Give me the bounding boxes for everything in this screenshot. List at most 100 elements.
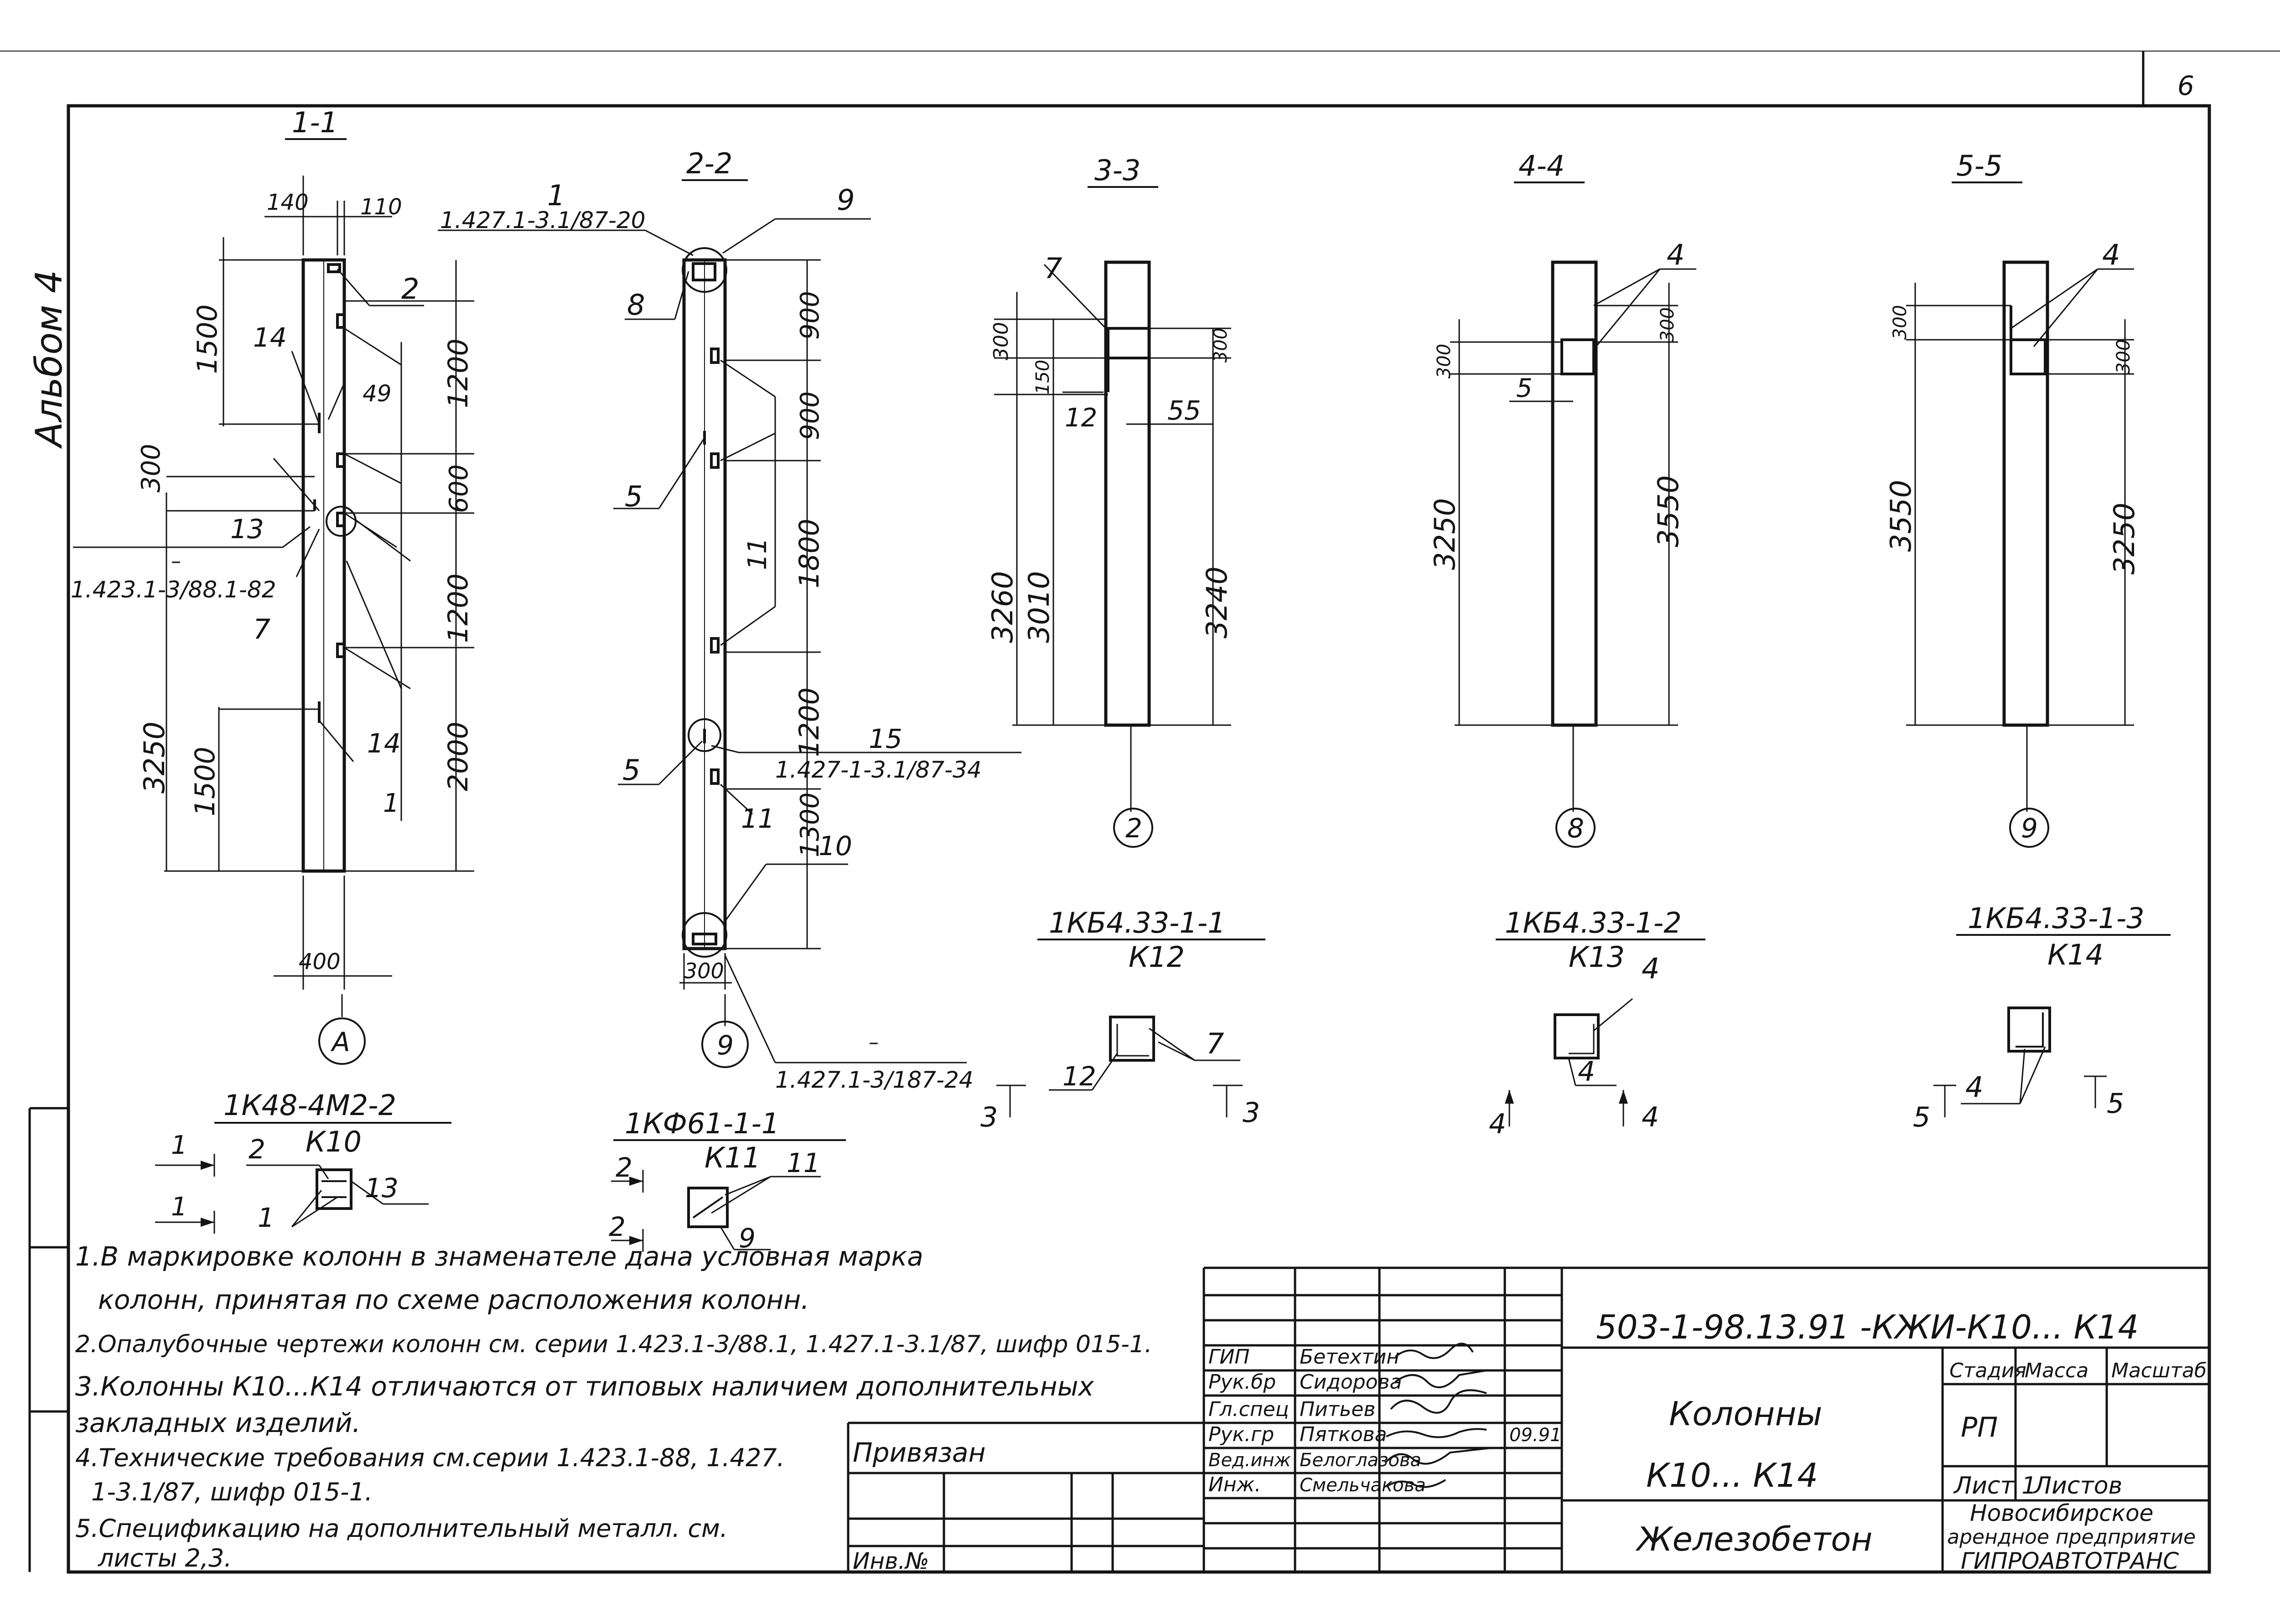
- reference-mid: 1.427-1-3.1/87-34: [775, 757, 982, 783]
- section-arrow: [629, 1177, 643, 1186]
- dim-300-right: 300: [1657, 307, 1678, 342]
- dim-1500-top: 1500: [192, 304, 223, 374]
- detail-callout-bottom: [682, 912, 727, 958]
- dim-3260: 3260: [986, 571, 1019, 643]
- header-mass: Масса: [2025, 1359, 2088, 1382]
- cross-section-k10: 1К48-4М2-2 К10 1 1 2 13 1: [155, 1089, 451, 1234]
- section-outline: [316, 1168, 352, 1210]
- axis-label-9: 9: [717, 1030, 734, 1061]
- section-5-5: 5-5 4 300 300 3550 3250 9: [1884, 149, 2141, 848]
- privyazan-label: Привязан: [853, 1437, 986, 1468]
- callout-1: 1: [383, 789, 399, 818]
- dim-1800: 1800: [793, 519, 825, 588]
- section-title-4-4: 4-4: [1518, 149, 1565, 182]
- callout-4: 4: [2102, 238, 2120, 271]
- staff-name-5: Белоглазова: [1300, 1450, 1421, 1471]
- dim-110: 110: [360, 194, 402, 220]
- callout-12: 12: [1062, 1061, 1096, 1092]
- section-outline: [687, 1187, 729, 1228]
- mark-k12-denominator: К12: [1129, 940, 1185, 974]
- mark-k14-denominator: К14: [2047, 938, 2104, 971]
- section-outline: [1109, 1016, 1155, 1062]
- callout-2: 2: [401, 272, 419, 306]
- dimension-lines: [73, 176, 474, 1017]
- axis-marker-9: [701, 1021, 749, 1068]
- dim-150: 150: [1032, 360, 1053, 394]
- cut-mark-2-bottom: 2: [609, 1211, 626, 1242]
- detail-callout-top: [682, 247, 727, 293]
- leader-lines: [996, 1024, 1243, 1117]
- section-3-3: 3-3 7 300 150 300 12 55 3260 3010: [986, 154, 1233, 848]
- dim-55: 55: [1167, 395, 1201, 426]
- axis-marker-a: [318, 1017, 366, 1065]
- note-5-line-2: листы 2,3.: [98, 1544, 232, 1572]
- callout-7: 7: [1044, 252, 1062, 285]
- axis-label-9: 9: [2021, 813, 2038, 844]
- staff-name-4: Пяткова: [1300, 1423, 1387, 1446]
- note-3-line-2: закладных изделий.: [75, 1407, 361, 1438]
- section-title-2-2: 2-2: [686, 147, 732, 180]
- callout-dash: –: [869, 1031, 879, 1054]
- header-stage: Стадия: [1949, 1359, 2026, 1382]
- staff-role-6: Инж.: [1208, 1473, 1261, 1496]
- document-code: 503-1-98.13.91 -КЖИ-К10... К14: [1596, 1308, 2139, 1346]
- organization-line-3: ГИПРОАВТОТРАНС: [1961, 1548, 2179, 1574]
- axis-label-a: А: [330, 1027, 350, 1058]
- callout-13: 13: [230, 514, 264, 545]
- section-title-1-1: 1-1: [292, 106, 338, 139]
- axis-label-8: 8: [1567, 813, 1584, 844]
- page-number: 6: [2177, 70, 2194, 101]
- cut-mark-1-top: 1: [171, 1131, 187, 1160]
- callout-12: 12: [1065, 403, 1097, 433]
- reference-bottom: 1.427.1-3/187-24: [775, 1067, 974, 1093]
- mark-k14-numerator: 1КБ4.33-1-3: [1968, 902, 2145, 935]
- section-arrow: [201, 1218, 214, 1227]
- general-notes: 1.В маркировке колонн в знаменателе дана…: [75, 1241, 1152, 1572]
- cut-mark-5-left: 5: [1913, 1101, 1930, 1133]
- dim-3250: 3250: [1428, 498, 1461, 570]
- dimension-lines: [438, 218, 1021, 1064]
- dimension-lines: [1450, 268, 1696, 812]
- dim-1300: 1300: [795, 792, 825, 857]
- mark-k10-denominator: К10: [306, 1125, 362, 1158]
- staff-role-2: Рук.бр: [1208, 1370, 1276, 1394]
- callout-5: 5: [1516, 374, 1533, 403]
- callout-4-bottom: 4: [1578, 1056, 1595, 1088]
- dim-1200: 1200: [793, 687, 825, 757]
- cut-mark-4-right: 4: [1642, 1101, 1659, 1133]
- cut-mark-5-right: 5: [2107, 1088, 2124, 1120]
- callout-7: 7: [253, 613, 270, 645]
- dim-300-left: 300: [1434, 344, 1455, 379]
- section-2-2: 2-2: [438, 147, 1021, 1093]
- signatures: [1385, 1343, 1492, 1488]
- sheet-count-label: Листов: [2033, 1472, 2122, 1499]
- note-4-line-1: 4.Технические требования см.серии 1.423.…: [75, 1443, 785, 1472]
- dim-3240: 3240: [1200, 566, 1233, 638]
- dim-3550: 3550: [1884, 480, 1917, 552]
- mark-k11-numerator: 1КФ61-1-1: [625, 1107, 779, 1140]
- dim-300-right: 300: [1210, 328, 1231, 363]
- callout-8: 8: [627, 288, 645, 322]
- header-scale: Масштаб: [2111, 1359, 2207, 1382]
- dim-400: 400: [299, 949, 341, 975]
- cross-section-k12: 1КБ4.33-1-1 К12 12 7 3 3: [980, 906, 1265, 1133]
- dim-600: 600: [444, 464, 474, 513]
- material-label: Железобетон: [1635, 1520, 1872, 1558]
- organization-line-1: Новосибирское: [1970, 1500, 2153, 1526]
- embedded-parts: [692, 262, 720, 945]
- detail-callout-circle: [326, 506, 357, 537]
- staff-role-4: Рук.гр: [1208, 1423, 1274, 1446]
- mark-k13-numerator: 1КБ4.33-1-2: [1505, 906, 1682, 939]
- section-arrow: [1619, 1090, 1628, 1104]
- title-block: Привязан Инв.№ ГИП Бетехтин Рук.бр Сидор…: [853, 1308, 2207, 1574]
- mark-k11-denominator: К11: [705, 1141, 761, 1174]
- section-title-3-3: 3-3: [1094, 154, 1140, 187]
- section-arrow: [201, 1161, 214, 1170]
- left-margin-strip: [28, 1107, 70, 1572]
- axis-marker-8: [1555, 808, 1596, 848]
- leader-lines: [1933, 1046, 2107, 1117]
- note-2: 2.Опалубочные чертежи колонн см. серии 1…: [75, 1331, 1152, 1358]
- callout-2: 2: [249, 1134, 265, 1165]
- album-label: Альбом 4: [28, 270, 70, 449]
